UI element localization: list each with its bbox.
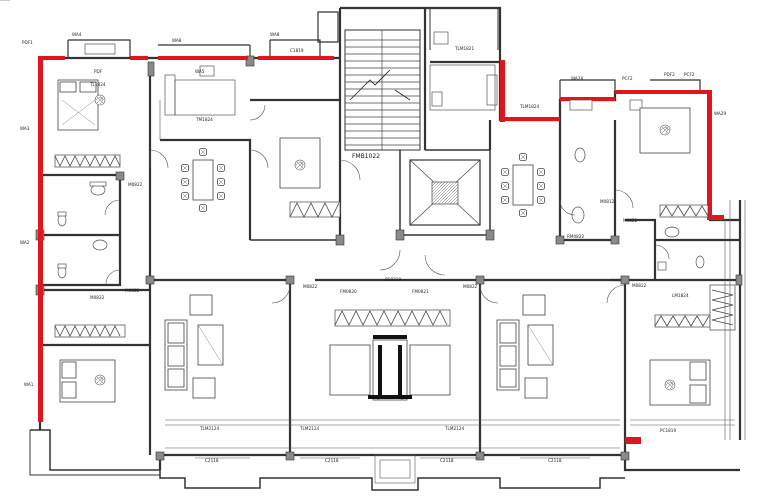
- label-wa2: WA2: [20, 240, 30, 245]
- label-c2118: C2118: [205, 458, 219, 463]
- label-wa4: WA4: [72, 32, 82, 37]
- label-c1819: C1819: [290, 48, 304, 53]
- label-c2118b: C2118: [325, 458, 339, 463]
- door-swings: [104, 104, 670, 304]
- label-m0812: M0812: [600, 199, 615, 204]
- staircase: [344, 29, 421, 151]
- label-pdf2: PDF2: [664, 72, 675, 77]
- label-fm0820: FM0820: [340, 289, 357, 294]
- center-stand: [368, 335, 412, 399]
- label-rm0822: RM0822: [567, 234, 585, 239]
- label-tlm2124b: TLM2124: [444, 426, 464, 431]
- label-pdf1: PDF1: [22, 40, 33, 45]
- label-tlm2124: TLM2124: [299, 426, 319, 431]
- elevator-shaft: [409, 159, 481, 226]
- label-fm0821: FM0821: [412, 289, 429, 294]
- label-wa8-top-2: WA8: [270, 32, 280, 37]
- label-tlm2124c: TLM2124: [199, 426, 219, 431]
- label-tlm1824: TLM1824: [519, 104, 539, 109]
- label-tl1824: TL1824: [89, 82, 106, 87]
- label-m0822-a: M0822: [128, 182, 143, 187]
- label-tlm1821: TLM1821: [454, 46, 474, 51]
- label-m0822-g: M0822: [623, 218, 638, 223]
- label-c2118c: C2118: [440, 458, 454, 463]
- wardrobes: [54, 154, 736, 338]
- label-pcf2-2: PCF2: [684, 72, 695, 77]
- label-m0822-d: M0822: [303, 284, 318, 289]
- label-m0822-e: M0822: [463, 284, 478, 289]
- label-pcf2: PCF2: [622, 76, 633, 81]
- label-c2118d: C2118: [548, 458, 562, 463]
- label-wa28: WA28: [571, 76, 583, 81]
- label-tm1824: TM1824: [195, 117, 213, 122]
- label-m0822-b: M0822: [90, 295, 105, 300]
- label-wa5: WA5: [195, 69, 205, 74]
- label-wa1: WA1: [24, 382, 34, 387]
- balcony-rail: [0, 0, 735, 484]
- beds: [57, 79, 711, 406]
- labels: PDF1 WA4 WA8 WA8 C1819 TM1824 PDF WA5 WA…: [20, 32, 726, 463]
- dining-sets: [181, 148, 545, 217]
- label-wa8-top: WA8: [172, 38, 182, 43]
- label-fmb1022: FMB1022: [352, 153, 380, 160]
- label-pc0219: PC0219: [385, 277, 401, 282]
- label-pdf: PDF: [94, 69, 103, 74]
- label-pc1819: PC1819: [660, 428, 676, 433]
- label-m0822-f: M0822: [632, 283, 647, 288]
- structural-columns: [35, 55, 743, 461]
- label-m0822-c: M0822: [125, 288, 140, 293]
- label-wa3: WA3: [20, 126, 30, 131]
- label-lm1824: LM1824: [672, 293, 689, 298]
- highlighted-walls: [38, 56, 724, 444]
- fixtures: [57, 31, 705, 279]
- exterior-walls: [29, 6, 742, 491]
- label-wa29: WA29: [714, 111, 726, 116]
